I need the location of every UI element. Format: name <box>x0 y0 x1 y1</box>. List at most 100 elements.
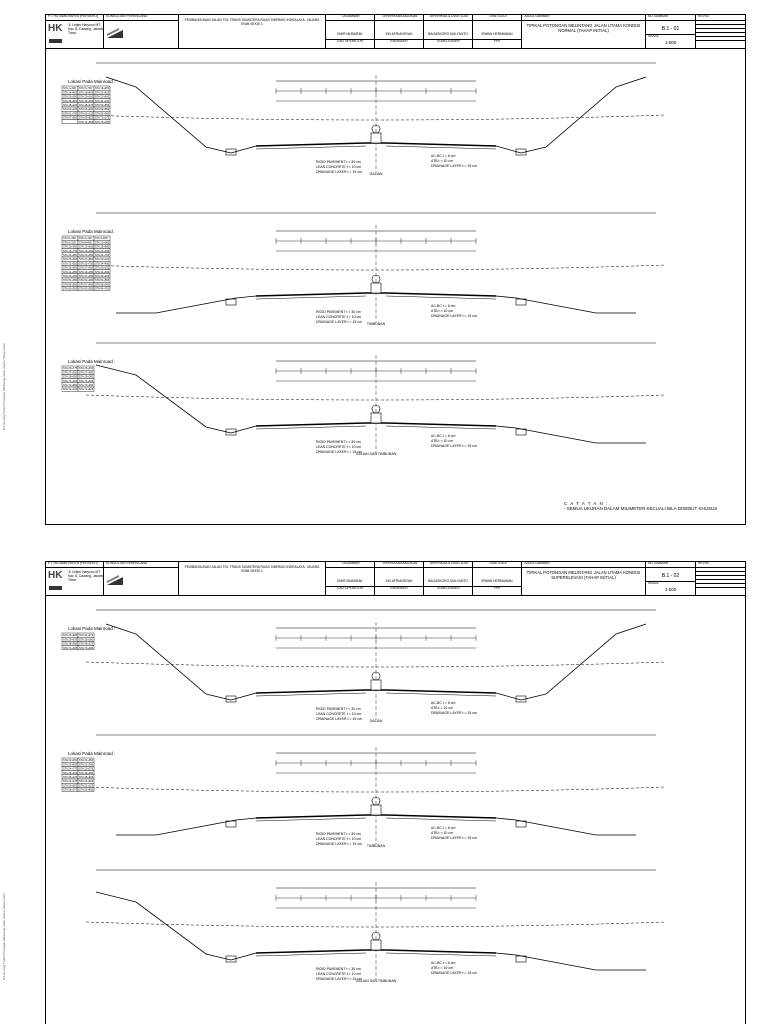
median-barrier <box>370 412 382 424</box>
lean-concrete-label: LEAN CONCRETE t = 10 cm <box>316 445 361 449</box>
side-drain-left <box>225 820 237 828</box>
sheet-number-cell: NO GAMBAR B.1 - 01 SKALA 1:500 <box>646 15 696 48</box>
owner-name: PT. HUTAMA KARYA (PERSERO) <box>46 15 103 21</box>
location-table-value: STA 58+900 <box>95 282 110 286</box>
location-table-value: STA 14+450 <box>63 90 78 94</box>
drawing-sheet-1: PT. HUTAMA KARYA (PERSERO) HK Jl. Letjen… <box>45 14 746 525</box>
location-table-value: STA 23+350 <box>79 253 94 257</box>
logo-bar <box>49 586 62 590</box>
location-table-value: STA 26+450 <box>79 366 94 370</box>
lighting-pole <box>371 671 381 681</box>
section-caption: GALIAN <box>370 172 383 176</box>
sig-role: DIGAMBAR <box>326 15 374 21</box>
consultant-logo-icon <box>107 28 123 38</box>
location-table-value: STA 41+475 <box>63 779 78 783</box>
location-table-value: STA 5+700 <box>79 86 92 90</box>
rigid-pavement-label: RIGID PAVEMENT t = 30 cm <box>316 967 361 971</box>
side-drain-left <box>225 428 237 436</box>
location-table-value: STA 41+350 <box>63 270 78 274</box>
rigid-pavement-label: RIGID PAVEMENT t = 30 cm <box>316 160 361 164</box>
location-table-value: STA 27+850 <box>79 257 94 261</box>
location-table-value: STA 72+950 <box>63 383 78 387</box>
location-table-value: STA 36+650 <box>63 266 78 270</box>
signature-checked: DIPERIKSA/DIAJUKAN EKI AFRIANSYAH ENGINE… <box>375 562 424 595</box>
location-table-value: STA 29+200 <box>79 95 94 99</box>
location-table-value: STA 65+950 <box>95 111 110 115</box>
side-drain-right <box>515 695 527 703</box>
drainage-layer-label: DRAINAGE LAYER t = 15 cm <box>431 164 477 168</box>
side-slope-right <box>495 952 646 971</box>
sig-role: DISETUJUI <box>473 562 521 568</box>
sig-position: PPK <box>473 586 521 595</box>
drainage-layer-label: DRAINAGE LAYER t = 15 cm <box>316 450 362 454</box>
drawing-title-cell: JUDUL GAMBAR TIPIKAL POTONGAN MELINTANG … <box>522 15 646 48</box>
side-slope-left <box>116 295 257 314</box>
drainage-layer-label: DRAINAGE LAYER t = 15 cm <box>316 320 362 324</box>
location-table-value: STA 30+100 <box>95 257 110 261</box>
scale-label: SKALA <box>646 581 695 586</box>
location-table-value: STA 13+600 <box>79 245 94 249</box>
location-table-value: STA 28+550 <box>63 375 78 379</box>
location-table-value: STA 35+800 <box>63 99 78 103</box>
location-table-value: STA 43+050 <box>79 270 94 274</box>
lighting-pole <box>371 274 381 284</box>
side-file-label: B.1-01.dwg Tipikal Potongan Melintang Ja… <box>2 893 6 981</box>
ac-bc-label: AC-BC t = 6 cm <box>431 961 455 965</box>
location-table-title: Lokasi Pada Mainroad : <box>68 626 115 631</box>
location-table-value: STA 2+100 <box>79 236 92 240</box>
signature-drawn: DIGAMBAR EMIR MUBARAK CAD OPERATOR <box>326 562 375 595</box>
location-table-value: STA 27+300 <box>63 370 78 374</box>
atb-label: ATB t = 10 cm <box>431 159 453 163</box>
atb-label: ATB t = 10 cm <box>431 706 453 710</box>
location-table-value: STA 8+400 <box>79 240 92 244</box>
lighting-pole <box>371 796 381 806</box>
owner-cell: PT. HUTAMA KARYA (PERSERO) HK Jl. Letjen… <box>46 15 104 48</box>
existing-ground-line <box>85 394 667 401</box>
location-table-value: STA 26+825 <box>63 633 78 637</box>
side-slope-left <box>95 891 257 961</box>
atb-label: ATB t = 10 cm <box>431 439 453 443</box>
location-table-value: STA 40+250 <box>95 266 110 270</box>
hk-logo: HK <box>48 570 63 581</box>
location-table-value: STA 31+550 <box>63 261 78 265</box>
side-drain-right <box>515 298 527 306</box>
title-block: PT. HUTAMA KARYA (PERSERO) HK Jl. Letjen… <box>46 562 745 596</box>
logo-bar <box>49 39 62 43</box>
revision-cell: REVISI <box>696 15 745 48</box>
existing-ground-line <box>85 921 667 928</box>
side-slope-left <box>105 623 257 701</box>
location-table-value: STA 45+225 <box>63 103 78 107</box>
side-drain-right <box>515 955 527 963</box>
scale-label: SKALA <box>646 34 695 39</box>
location-table-value: STA 50+525 <box>63 783 78 787</box>
location-table-value: STA 34+400 <box>95 261 110 265</box>
sig-position: CAD OPERATOR <box>326 586 374 595</box>
pavement-layer <box>255 295 497 300</box>
note-text: - SEMUA UKURAN DALAM MILIMETER KECUALI B… <box>564 506 718 511</box>
location-table-cell <box>77 386 95 392</box>
drainage-layer-label: DRAINAGE LAYER t = 15 cm <box>431 444 477 448</box>
sig-role: DIPERIKSA & DISETUJUI <box>424 15 472 21</box>
side-slope-left <box>105 76 257 154</box>
side-drain-left <box>225 148 237 156</box>
median-barrier <box>370 939 382 951</box>
pavement-layer <box>255 692 497 697</box>
location-table-value: STA 50+550 <box>95 103 110 107</box>
sig-role: DIPERIKSA/DIAJUKAN <box>375 562 423 568</box>
sig-name: IRWAN HERMAWAN <box>481 32 513 36</box>
drainage-layer-label: DRAINAGE LAYER t = 15 cm <box>431 836 477 840</box>
lighting-pole <box>371 931 381 941</box>
drainage-layer-label: DRAINAGE LAYER t = 15 cm <box>316 977 362 981</box>
location-table-value: STA 74+525 <box>79 387 94 391</box>
location-table-value: STA 24+950 <box>79 758 94 762</box>
side-slope-right <box>495 817 636 836</box>
side-drain-left <box>225 955 237 963</box>
hk-logo: HK <box>48 23 63 34</box>
location-table-value: STA 11+500 <box>63 245 78 249</box>
location-table-value: STA 63+125 <box>79 111 94 115</box>
sig-position: TEAM LEADER <box>424 586 472 595</box>
revision-cell: REVISI <box>696 562 745 595</box>
location-table-value: STA 29+675 <box>63 637 78 641</box>
